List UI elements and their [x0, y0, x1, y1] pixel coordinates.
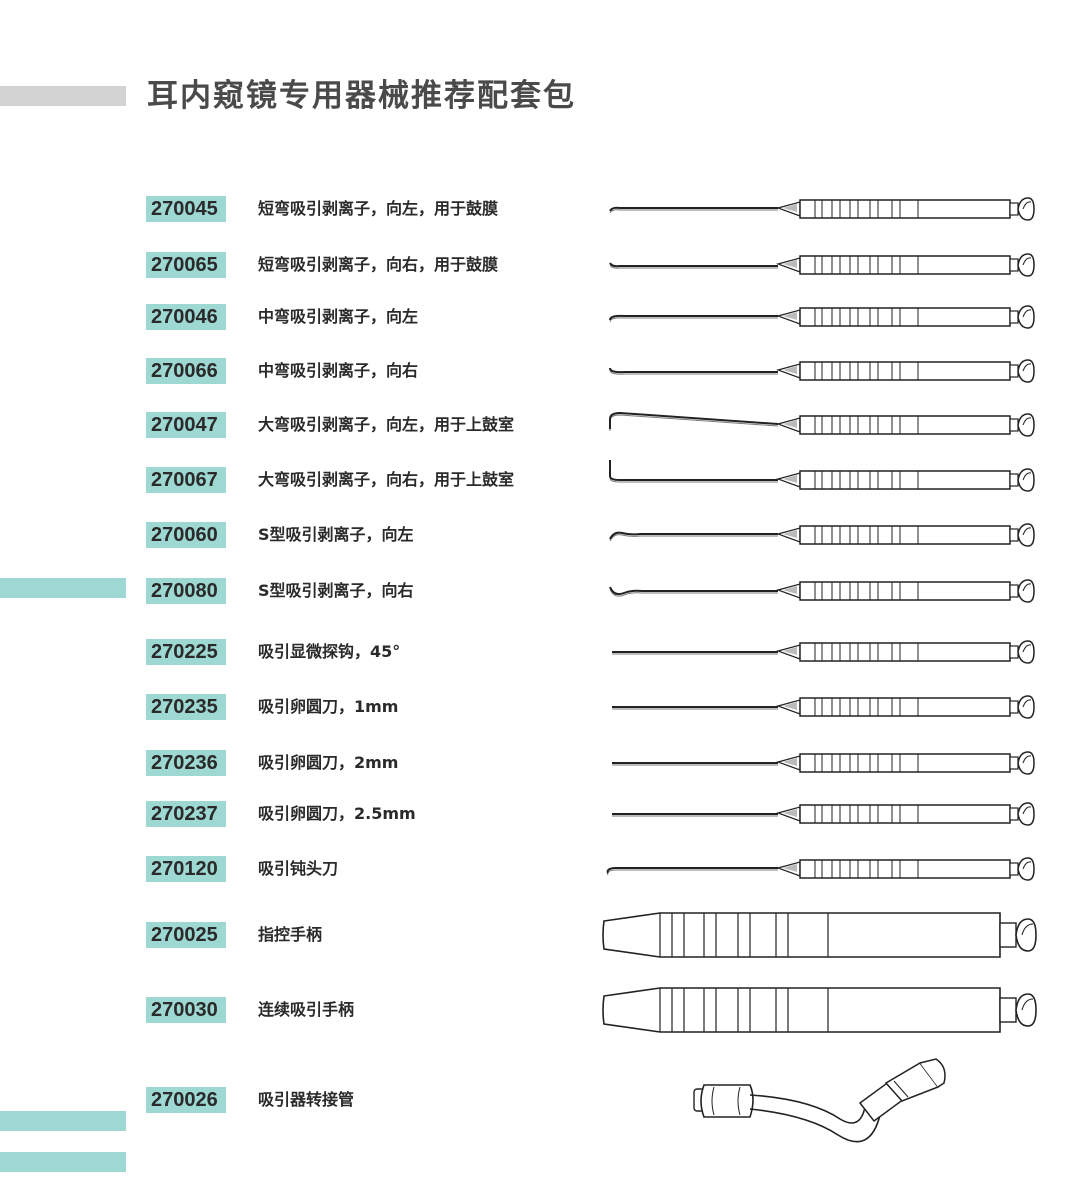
list-item: 270237 吸引卵圆刀，2.5mm [0, 801, 1080, 841]
product-code: 270025 [146, 922, 226, 948]
list-item: 270080 S型吸引剥离子，向右 [0, 578, 1080, 618]
product-code: 270080 [146, 578, 226, 604]
product-code: 270067 [146, 467, 226, 493]
large-curve-left-tip-icon [600, 405, 1040, 445]
product-name: 大弯吸引剥离子，向左，用于上鼓室 [258, 415, 515, 434]
page-title: 耳内窥镜专用器械推荐配套包 [147, 78, 576, 114]
list-item: 270025 指控手柄 [0, 912, 1080, 962]
product-name: 吸引器转接管 [258, 1090, 355, 1109]
product-name: 短弯吸引剥离子，向右，用于鼓膜 [258, 255, 499, 274]
product-name: 短弯吸引剥离子，向左，用于鼓膜 [258, 199, 499, 218]
short-curve-right-tip-icon [600, 245, 1040, 285]
product-name: 中弯吸引剥离子，向左 [258, 307, 419, 326]
oval-knife-tip-icon [600, 794, 1040, 834]
large-curve-right-tip-icon [600, 460, 1040, 500]
list-item: 270120 吸引钝头刀 [0, 856, 1080, 896]
short-curve-left-tip-icon [600, 189, 1040, 229]
decorative-teal-bar [0, 578, 126, 598]
blunt-knife-tip-icon [600, 849, 1040, 889]
list-item: 270067 大弯吸引剥离子，向右，用于上鼓室 [0, 460, 1080, 507]
product-name: 吸引显微探钩，45° [258, 642, 401, 661]
product-name: 中弯吸引剥离子，向右 [258, 361, 419, 380]
medium-curve-left-tip-icon [600, 297, 1040, 337]
micro-hook-tip-icon [600, 632, 1040, 672]
list-item: 270066 中弯吸引剥离子，向右 [0, 358, 1080, 398]
oval-knife-tip-icon [600, 743, 1040, 783]
list-item: 270030 连续吸引手柄 [0, 987, 1080, 1037]
product-code: 270060 [146, 522, 226, 548]
medium-curve-right-tip-icon [600, 351, 1040, 391]
list-item: 270045 短弯吸引剥离子，向左，用于鼓膜 [0, 196, 1080, 236]
product-name: S型吸引剥离子，向右 [258, 581, 414, 600]
product-name: S型吸引剥离子，向左 [258, 525, 414, 544]
list-item: 270026 吸引器转接管 [0, 1058, 1080, 1143]
list-item: 270065 短弯吸引剥离子，向右，用于鼓膜 [0, 252, 1080, 292]
list-item: 270060 S型吸引剥离子，向左 [0, 522, 1080, 562]
product-code: 270045 [146, 196, 226, 222]
product-code: 270030 [146, 997, 226, 1023]
s-curve-left-tip-icon [600, 515, 1040, 555]
product-name: 吸引卵圆刀，2mm [258, 753, 399, 772]
product-code: 270065 [146, 252, 226, 278]
product-code: 270236 [146, 750, 226, 776]
product-name: 吸引卵圆刀，2.5mm [258, 804, 416, 823]
product-name: 连续吸引手柄 [258, 1000, 355, 1019]
product-code: 270066 [146, 358, 226, 384]
product-code: 270120 [146, 856, 226, 882]
list-item: 270047 大弯吸引剥离子，向左，用于上鼓室 [0, 411, 1080, 452]
oval-knife-tip-icon [600, 687, 1040, 727]
product-code: 270225 [146, 639, 226, 665]
list-item: 270225 吸引显微探钩，45° [0, 639, 1080, 679]
list-item: 270046 中弯吸引剥离子，向左 [0, 304, 1080, 344]
s-curve-right-tip-icon [600, 571, 1040, 611]
suction-adapter-tube-icon [690, 1058, 1080, 1143]
finger-control-handle-icon [600, 907, 1040, 958]
product-name: 吸引钝头刀 [258, 859, 339, 878]
decorative-teal-bar [0, 1111, 126, 1131]
product-code: 270237 [146, 801, 226, 827]
product-code: 270046 [146, 304, 226, 330]
product-name: 吸引卵圆刀，1mm [258, 697, 399, 716]
decorative-teal-bar [0, 1152, 126, 1172]
product-name: 大弯吸引剥离子，向右，用于上鼓室 [258, 470, 515, 489]
product-name: 指控手柄 [258, 925, 323, 944]
continuous-suction-handle-icon [600, 982, 1040, 1033]
list-item: 270235 吸引卵圆刀，1mm [0, 694, 1080, 734]
list-item: 270236 吸引卵圆刀，2mm [0, 750, 1080, 790]
product-code: 270026 [146, 1087, 226, 1113]
product-code: 270047 [146, 412, 226, 438]
product-code: 270235 [146, 694, 226, 720]
decorative-gray-bar [0, 86, 126, 106]
